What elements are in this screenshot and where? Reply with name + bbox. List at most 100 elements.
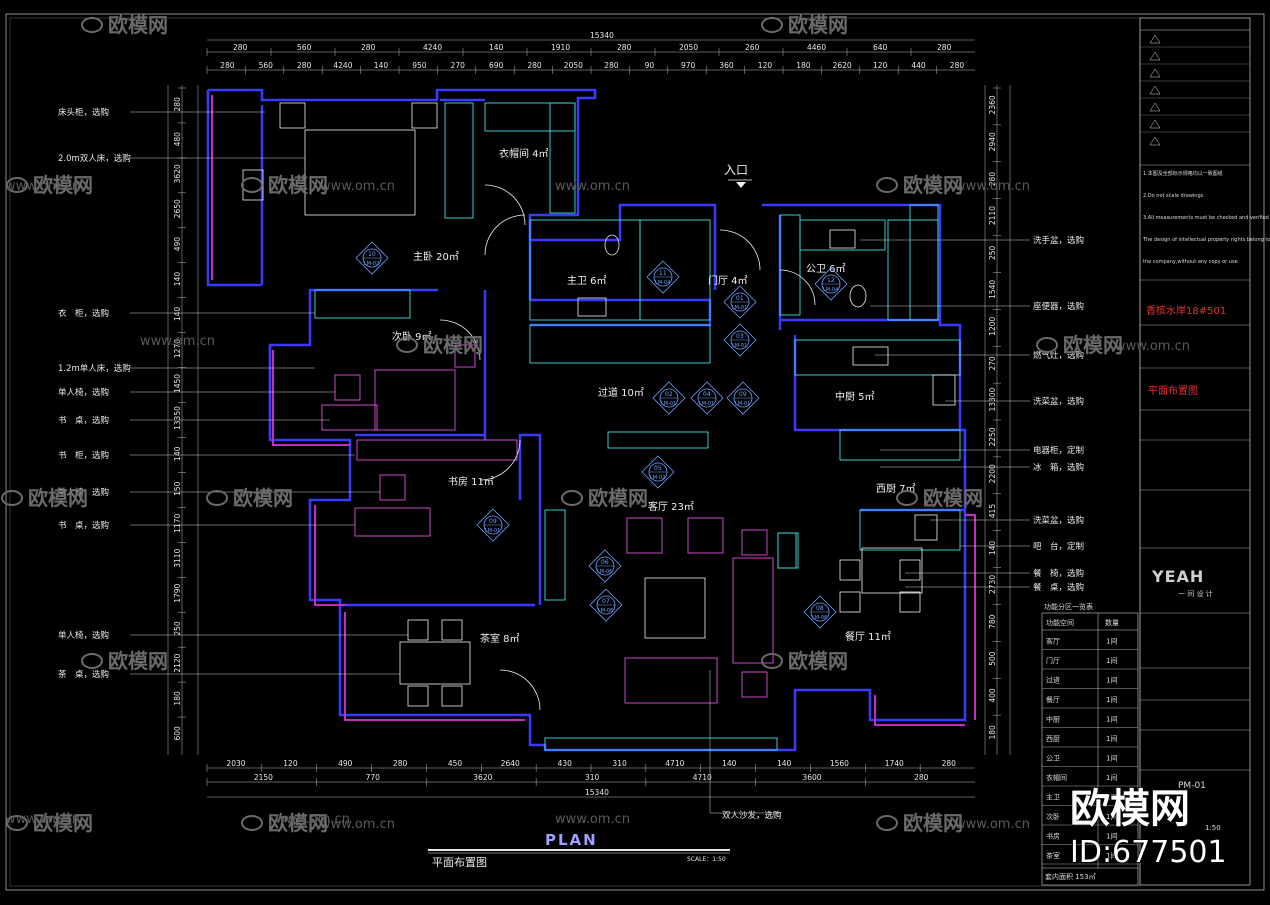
watermark-url: www.om.cn	[140, 334, 215, 349]
dim-label: 1540	[988, 280, 997, 299]
svg-text:欧模网: 欧模网	[108, 13, 168, 37]
table-cell: 衣帽间	[1046, 773, 1067, 782]
svg-text:LM-06: LM-06	[598, 608, 613, 614]
right-annotation: 餐 椅，选购	[1033, 568, 1084, 579]
dim-label: 2050	[679, 43, 698, 52]
dim-label: 2360	[988, 95, 997, 114]
entrance-label: 入口	[724, 163, 748, 177]
title-block-note: The design of intellectual property righ…	[1142, 237, 1270, 243]
right-annotation: 洗菜盆，选购	[1033, 515, 1084, 526]
left-annotation: 床头柜，选购	[58, 107, 109, 118]
left-annotation: 书 桌，选购	[58, 520, 109, 531]
room-labels: 主卧 20㎡ 衣帽间 4㎡ 主卫 6㎡ 门厅 4㎡ 公卫 6㎡ 次卧 9㎡ 过道…	[392, 147, 916, 645]
area-table-total: 套内面积 153㎡	[1045, 872, 1096, 881]
dim-label: 140	[777, 759, 792, 768]
room-corridor: 过道 10㎡	[598, 386, 644, 399]
svg-text:LM-06: LM-06	[812, 615, 827, 621]
dim-label: 180	[988, 725, 997, 740]
dim-label: 970	[681, 61, 696, 70]
svg-text:欧模网: 欧模网	[33, 811, 93, 835]
title-block-note: 2.Do not scale drawings	[1143, 193, 1204, 199]
dim-label: 780	[988, 614, 997, 629]
study-desk	[354, 507, 431, 537]
svg-text:欧模网: 欧模网	[33, 173, 93, 197]
dim-label: 280	[233, 43, 248, 52]
area-table-title: 功能分区一览表	[1044, 602, 1093, 611]
watermark: 欧模网	[896, 486, 983, 510]
svg-text:欧模网: 欧模网	[28, 486, 88, 510]
dim-label: 2640	[501, 759, 520, 768]
dim-label: 280	[297, 61, 312, 70]
right-annotation: 洗菜盆，选购	[1033, 396, 1084, 407]
dim-label: 2110	[988, 206, 997, 225]
watermark: 欧模网	[1, 486, 88, 510]
dim-label: 1790	[173, 583, 182, 602]
dim-label: 2030	[226, 759, 245, 768]
dim-label: 2730	[988, 575, 997, 594]
company-logo: YEAH	[1151, 567, 1204, 586]
svg-text:01: 01	[736, 295, 744, 302]
table-cell: 客厅	[1046, 637, 1060, 646]
right-annotation: 餐 桌，选购	[1033, 582, 1084, 593]
table-header: 功能空间	[1046, 618, 1074, 627]
table-cell: 1间	[1106, 716, 1117, 724]
table-cell: 1间	[1106, 813, 1117, 821]
dim-label: 310	[612, 759, 627, 768]
svg-text:08: 08	[816, 605, 824, 612]
watermark-logo: 欧模网	[1070, 786, 1190, 832]
title-block-note: 1.本图及全部标示规格均以一致图纸	[1143, 170, 1223, 177]
svg-text:欧模网: 欧模网	[268, 811, 328, 835]
svg-text:03: 03	[736, 333, 744, 340]
dim-label: 1450	[173, 374, 182, 393]
watermark: 欧模网	[761, 13, 848, 37]
dim-label: 2150	[254, 773, 273, 782]
watermark: 欧模网	[206, 486, 293, 510]
room-living: 客厅 23㎡	[648, 500, 694, 513]
dim-label: 1170	[173, 514, 182, 533]
dim-label: 4460	[807, 43, 826, 52]
dim-label: 480	[173, 132, 182, 147]
dim-label: 180	[796, 61, 811, 70]
room-study: 书房 11㎡	[448, 475, 494, 488]
bottom-annotation-text: 双人沙发，选购	[722, 810, 782, 821]
svg-text:LM-01: LM-01	[485, 528, 500, 534]
title-block: 1.本图及全部标示规格均以一致图纸 2.Do not scale drawings…	[1139, 17, 1270, 886]
title-block-note: 3.All measurements must be checked and v…	[1143, 215, 1270, 221]
table-cell: 过道	[1046, 676, 1060, 685]
svg-text:欧模网: 欧模网	[1063, 333, 1123, 357]
company-logo-sub: 一 间 设 计	[1178, 589, 1213, 598]
table-cell: 1间	[1106, 852, 1117, 860]
bottom-annotation: 双人沙发，选购	[709, 670, 782, 821]
dim-label: 500	[988, 651, 997, 666]
double-bed	[304, 129, 416, 216]
dim-label: 640	[873, 43, 888, 52]
dim-label: 1910	[551, 43, 570, 52]
svg-text:09: 09	[489, 518, 497, 525]
watermark-url: www.om.cn	[555, 179, 630, 194]
table-header: 数量	[1105, 618, 1119, 627]
dim-label: 3620	[173, 164, 182, 183]
left-annotation: 2.0m双人床，选购	[58, 153, 131, 164]
dim-label: 250	[173, 621, 182, 636]
dim-label: 3620	[473, 773, 492, 782]
table-cell: 茶室	[1046, 851, 1060, 860]
svg-text:欧模网: 欧模网	[923, 486, 983, 510]
room-western-kitchen: 西厨 7㎡	[876, 483, 916, 495]
dim-label: 310	[585, 773, 600, 782]
left-annotation: 单人椅，选购	[58, 387, 109, 398]
left-annotation: 1.2m单人床，选购	[58, 363, 131, 374]
dim-label: 140	[374, 61, 389, 70]
room-chinese-kitchen: 中厨 5㎡	[835, 390, 875, 403]
dim-label: 280	[361, 43, 376, 52]
